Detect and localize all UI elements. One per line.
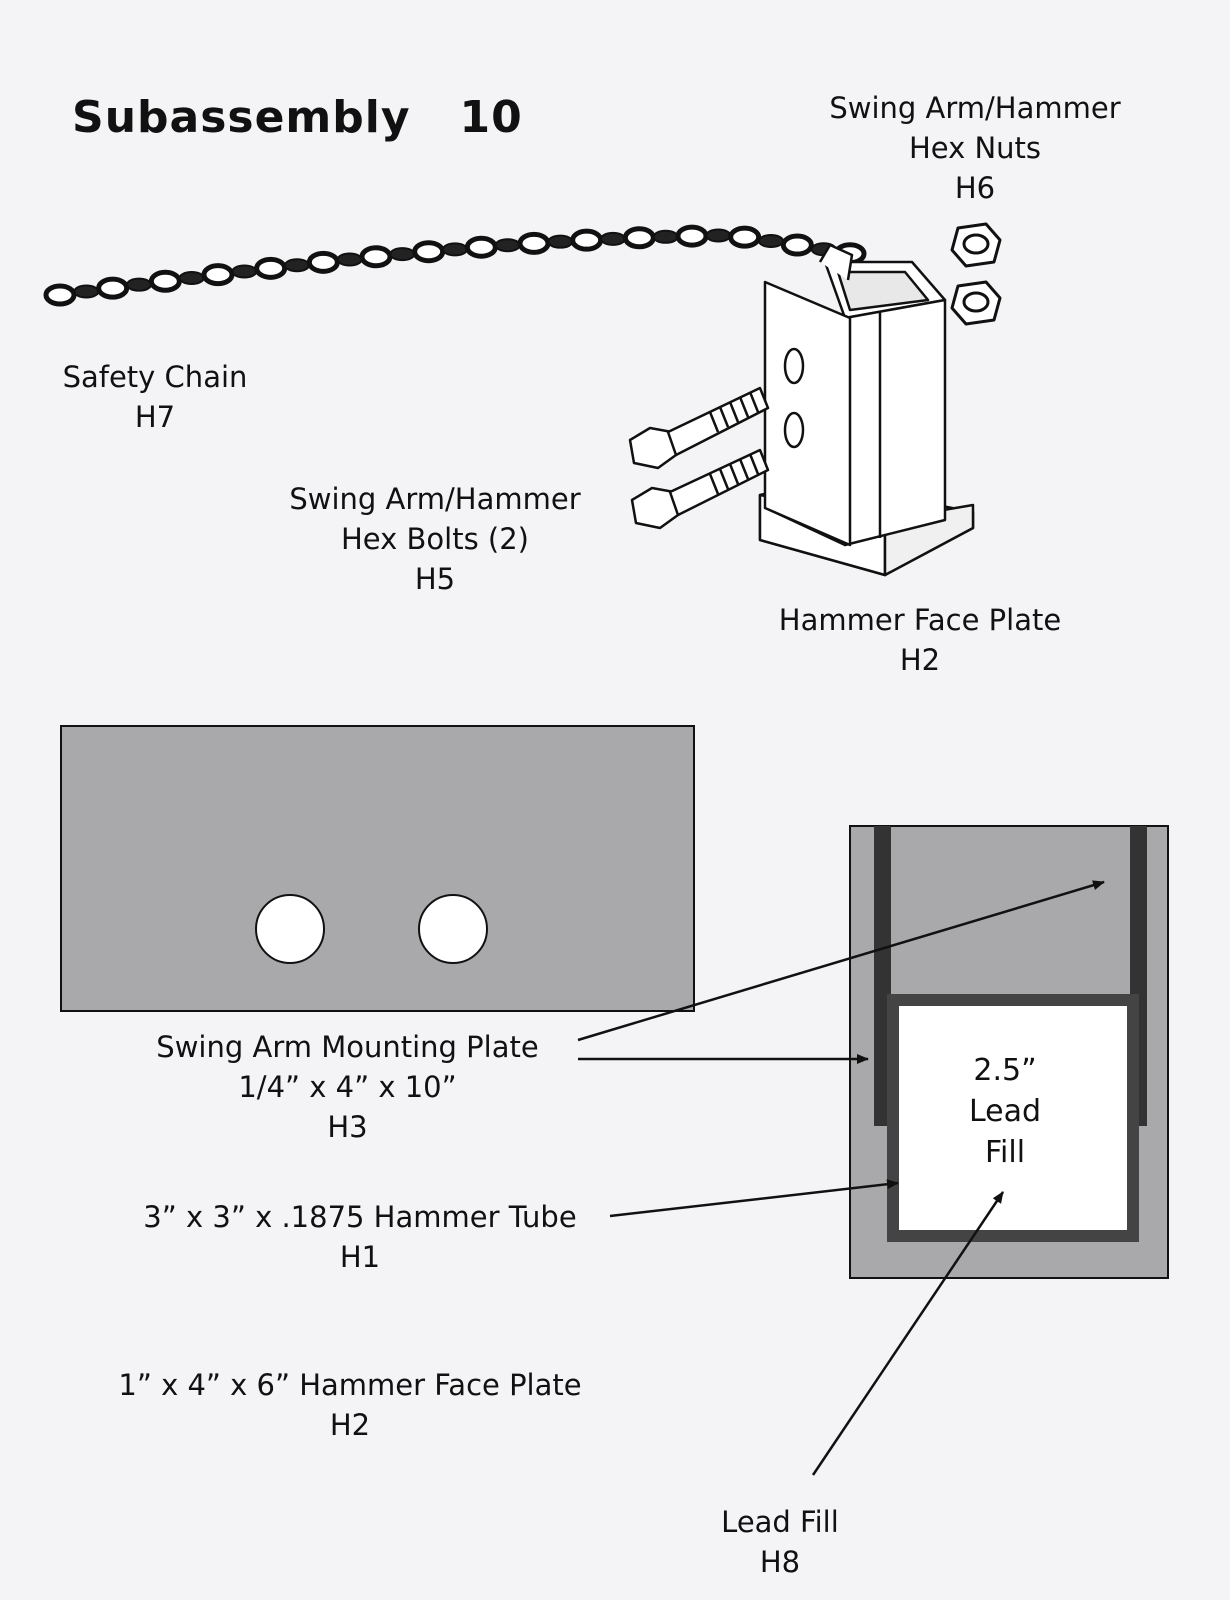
hex-nuts-name-1: Swing Arm/Hammer <box>829 91 1121 125</box>
chain-link <box>284 258 310 273</box>
chain-link <box>336 252 363 267</box>
safety-chain-illustration <box>43 224 867 307</box>
label-safety-chain: Safety Chain H7 <box>40 357 270 437</box>
page-title: Subassembly 10 <box>72 92 523 143</box>
hex-bolts-name-2: Hex Bolts (2) <box>341 522 529 556</box>
chain-link <box>464 235 498 259</box>
hex-bolts-code: H5 <box>414 562 456 596</box>
chain-link <box>43 283 77 307</box>
hammer-tube-code: H1 <box>339 1240 381 1274</box>
section-lead-line-2: Lead <box>968 1094 1042 1129</box>
chain-link <box>201 263 235 287</box>
chain-link <box>675 224 709 248</box>
chain-link <box>494 238 521 253</box>
face-plate-bottom-code: H2 <box>329 1408 371 1442</box>
chain-link <box>570 228 604 252</box>
chain-link <box>758 234 784 249</box>
hammer-tube-name: 3” x 3” x .1875 Hammer Tube <box>143 1200 577 1234</box>
chain-link <box>389 247 416 262</box>
chain-link <box>73 284 100 299</box>
chain-link <box>126 277 152 292</box>
face-plate-bottom-name: 1” x 4” x 6” Hammer Face Plate <box>118 1368 582 1402</box>
hammer-cross-section <box>849 825 1169 1279</box>
chain-link <box>517 231 551 255</box>
chain-link <box>96 276 130 300</box>
label-face-plate-top: Hammer Face Plate H2 <box>760 600 1080 680</box>
label-face-plate-bottom: 1” x 4” x 6” Hammer Face Plate H2 <box>90 1365 610 1445</box>
label-lead-fill: Lead Fill H8 <box>680 1502 880 1582</box>
safety-chain-name: Safety Chain <box>62 360 248 394</box>
mounting-plate-drawing <box>60 725 695 1012</box>
chain-link <box>600 231 626 246</box>
hex-bolts-illustration <box>628 386 770 530</box>
mounting-plate-code: H3 <box>327 1110 368 1144</box>
section-lead-label: 2.5” Lead Fill <box>930 1050 1080 1173</box>
face-plate-top-name: Hammer Face Plate <box>778 603 1062 637</box>
lead-fill-code: H8 <box>759 1545 801 1579</box>
section-lead-line-1: 2.5” <box>973 1053 1037 1088</box>
callout-arrows <box>577 880 1105 1476</box>
mounting-plate-name: Swing Arm Mounting Plate <box>156 1030 539 1064</box>
chain-link <box>359 245 393 269</box>
chain-link <box>728 225 762 249</box>
chain-link <box>442 242 468 257</box>
chain-link <box>622 226 656 250</box>
chain-link <box>412 240 446 264</box>
hammer-assembly-illustration <box>758 243 975 577</box>
chain-link <box>652 229 679 244</box>
hex-bolts-name-1: Swing Arm/Hammer <box>289 482 581 516</box>
chain-link <box>780 233 814 257</box>
mounting-plate-dims: 1/4” x 4” x 10” <box>238 1070 457 1104</box>
label-mounting-plate: Swing Arm Mounting Plate 1/4” x 4” x 10”… <box>130 1027 565 1147</box>
label-hex-bolts: Swing Arm/Hammer Hex Bolts (2) H5 <box>280 479 590 599</box>
label-hammer-tube: 3” x 3” x .1875 Hammer Tube H1 <box>110 1197 610 1277</box>
chain-link <box>148 269 182 293</box>
face-plate-top-code: H2 <box>899 643 941 677</box>
hex-nuts-name-2: Hex Nuts <box>908 131 1042 165</box>
hex-nuts-code: H6 <box>954 171 996 205</box>
chain-link <box>705 228 732 243</box>
label-hex-nuts: Swing Arm/Hammer Hex Nuts H6 <box>820 88 1130 208</box>
section-lead-line-3: Fill <box>984 1135 1026 1170</box>
chain-link <box>547 234 574 249</box>
chain-link <box>178 270 205 285</box>
chain-link <box>306 250 340 274</box>
hex-nuts-illustration <box>950 222 1002 326</box>
safety-chain-code: H7 <box>134 400 176 434</box>
lead-fill-name: Lead Fill <box>721 1505 839 1539</box>
chain-link <box>254 256 288 280</box>
chain-link <box>231 264 258 279</box>
